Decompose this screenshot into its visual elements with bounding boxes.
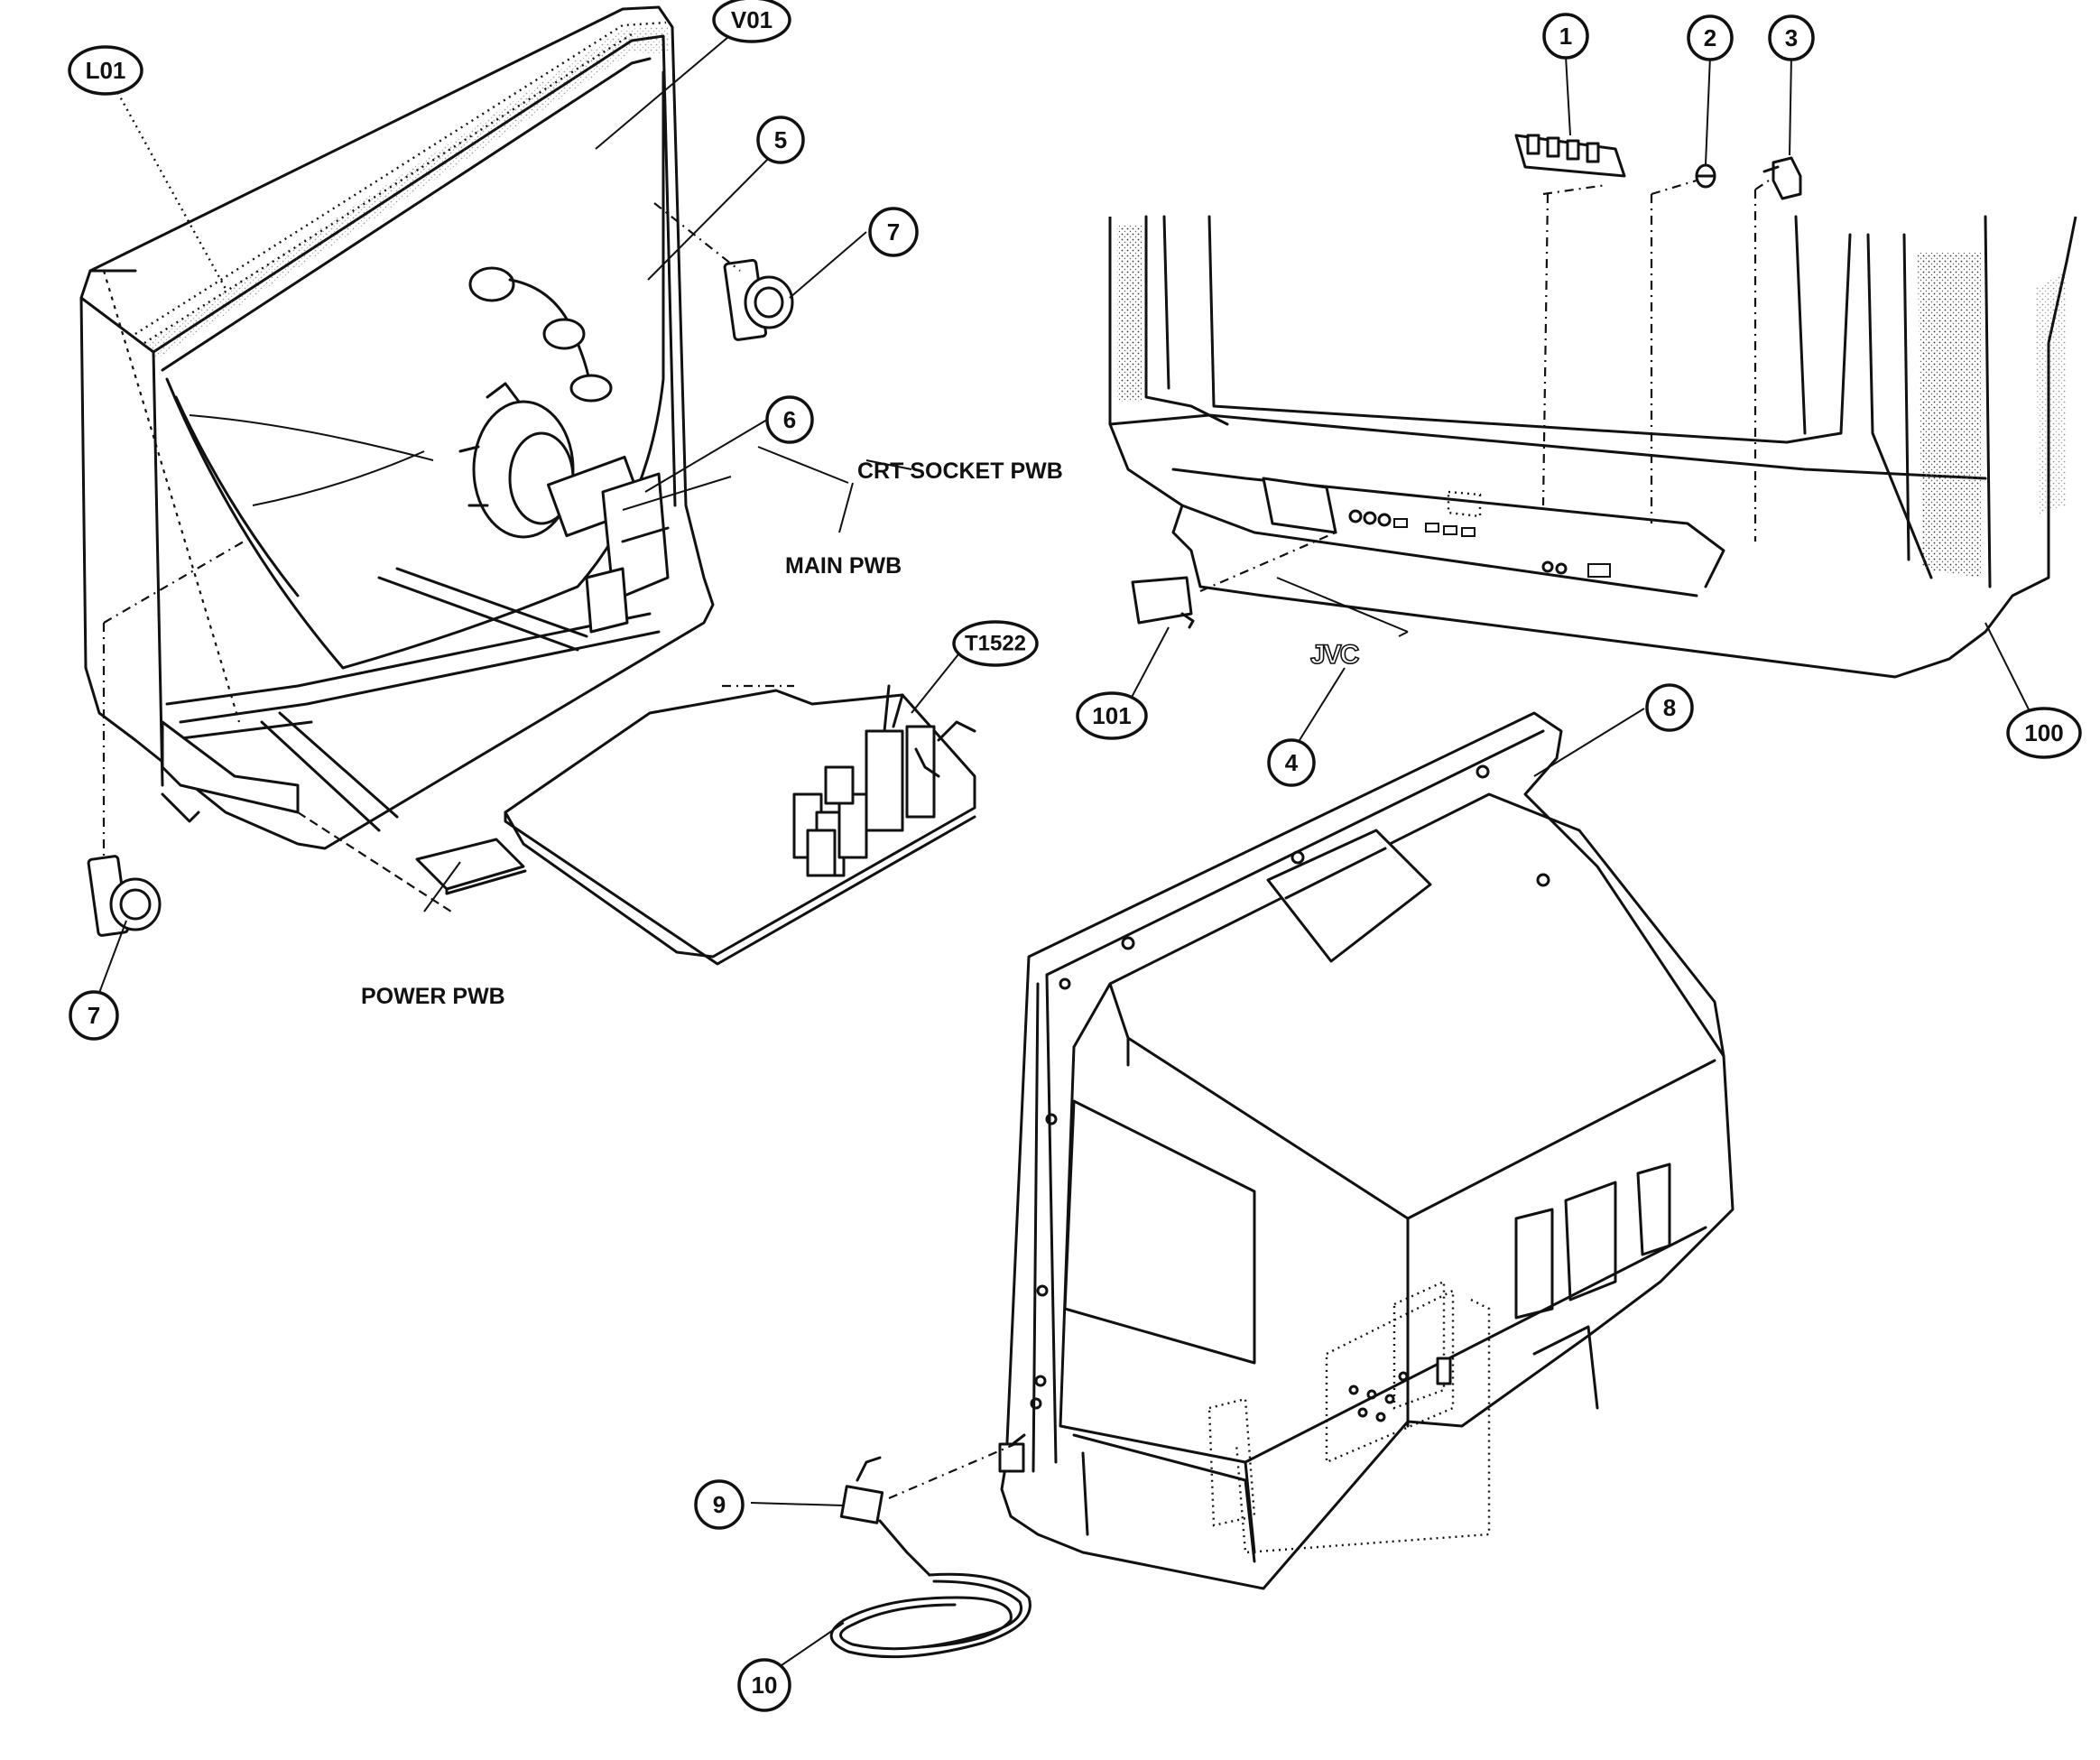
svg-text:10: 10 [752, 1672, 778, 1699]
callout-L01: L01 [68, 45, 143, 96]
svg-text:8: 8 [1663, 694, 1676, 721]
callout-6: 6 [765, 395, 814, 444]
front-cabinet-assembly [79, 5, 715, 850]
svg-text:1: 1 [1559, 23, 1572, 50]
callout-5: 5 [756, 116, 805, 164]
callout-2: 2 [1687, 14, 1734, 61]
crt-socket-pwb-label: CRT SOCKET PWB [857, 459, 1063, 484]
svg-text:101: 101 [1092, 702, 1131, 729]
front-door-101 [1131, 576, 1195, 629]
callout-7-left: 7 [69, 990, 119, 1041]
rear-cover [998, 711, 1735, 1590]
callout-7-right: 7 [868, 207, 919, 257]
svg-text:L01: L01 [86, 57, 126, 84]
main-pwb [504, 684, 976, 966]
speaker-left [87, 855, 162, 937]
svg-text:9: 9 [713, 1491, 726, 1518]
terminal-block [792, 765, 868, 877]
callout-10: 10 [737, 1658, 791, 1712]
svg-text:5: 5 [774, 126, 787, 153]
callout-3: 3 [1768, 14, 1815, 61]
callout-101: 101 [1076, 691, 1148, 740]
jvc-logo: JVC [1310, 640, 1359, 670]
front-cabinet-front-view [1108, 215, 2077, 679]
power-button [1762, 156, 1802, 200]
callout-V01: V01 [712, 0, 791, 43]
svg-text:2: 2 [1704, 24, 1716, 51]
callout-100: 100 [2006, 707, 2082, 759]
callout-4: 4 [1267, 738, 1316, 787]
callout-1: 1 [1542, 13, 1589, 60]
crt-socket-pwb [585, 472, 670, 634]
svg-text:100: 100 [2024, 719, 2063, 746]
speaker-right [723, 258, 794, 341]
button-assembly [1514, 134, 1626, 178]
svg-text:3: 3 [1785, 24, 1798, 51]
power-pwb-label: POWER PWB [361, 984, 505, 1009]
callout-9: 9 [694, 1479, 745, 1530]
callout-8: 8 [1645, 683, 1694, 732]
svg-text:6: 6 [783, 406, 796, 433]
svg-text:T1522: T1522 [965, 632, 1026, 656]
svg-text:7: 7 [887, 218, 900, 245]
deflection-yoke [458, 382, 645, 539]
svg-text:4: 4 [1285, 749, 1299, 776]
svg-text:7: 7 [88, 1002, 100, 1029]
anode-lead [468, 266, 613, 403]
power-pwb [415, 838, 527, 895]
callout-T1522: T1522 [952, 620, 1039, 667]
led-holder [1695, 163, 1716, 189]
leader-lines [98, 26, 2036, 1666]
main-pwb-label: MAIN PWB [785, 553, 902, 579]
svg-text:V01: V01 [731, 6, 772, 33]
ac-cord [829, 1442, 1031, 1659]
